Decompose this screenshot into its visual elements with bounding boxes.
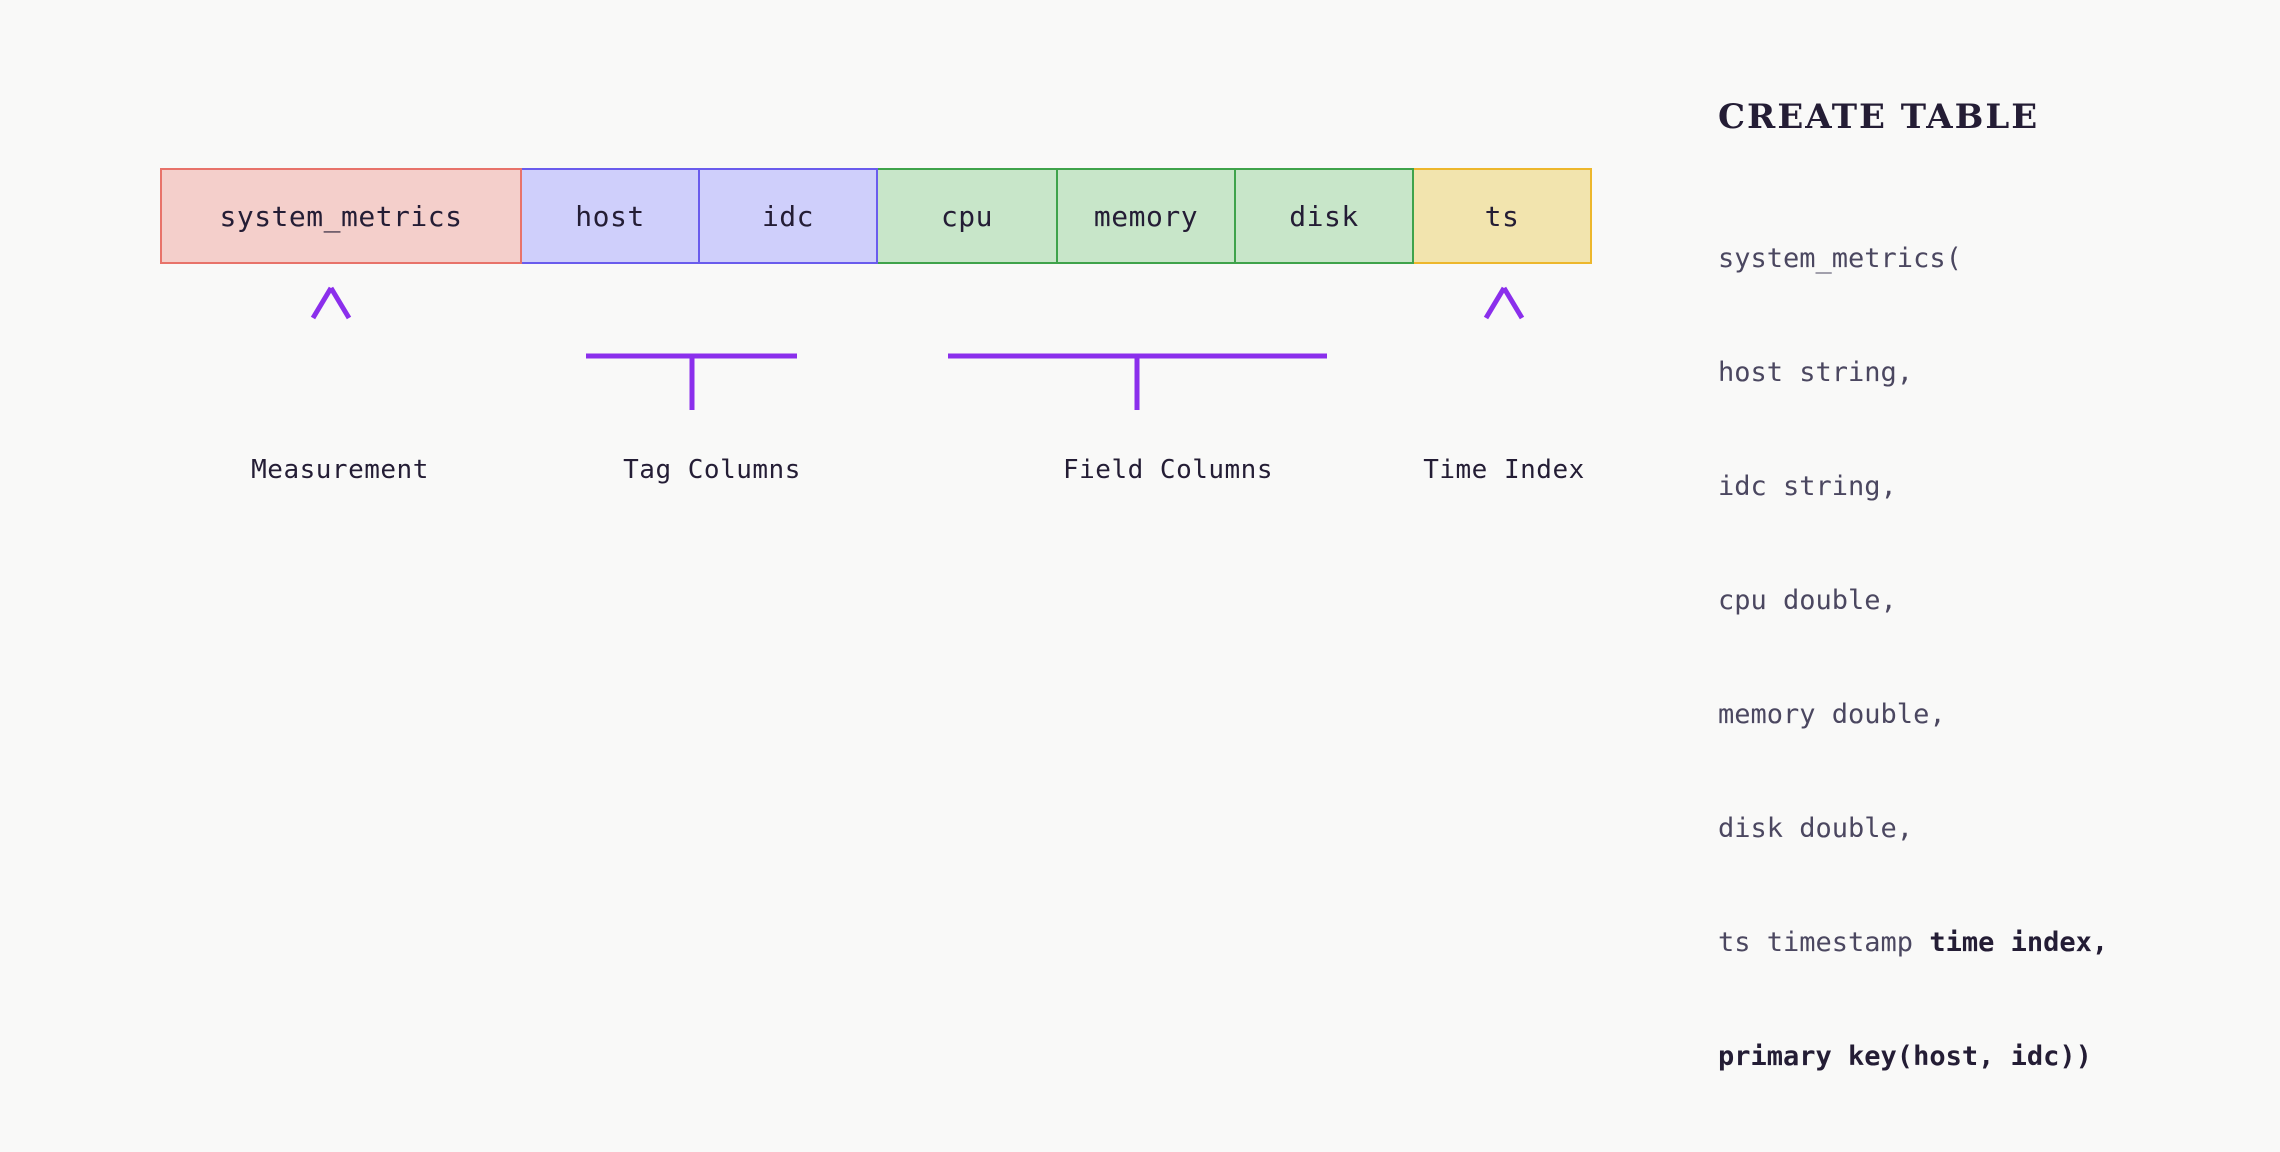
ddl-line: system_metrics( (1718, 243, 1962, 274)
annotation-label-measurement: Measurement (251, 455, 429, 485)
annotation-label-tag-columns: Tag Columns (623, 455, 801, 485)
schema-cell-memory[interactable]: memory (1056, 168, 1236, 264)
schema-cell-label: idc (761, 199, 815, 233)
ddl-line: cpu double, (1718, 585, 1897, 616)
schema-cell-idc[interactable]: idc (698, 168, 878, 264)
ddl-panel: CREATE TABLE system_metrics( host string… (1718, 100, 2258, 1152)
schema-cell-label: disk (1289, 199, 1359, 233)
ddl-line: host string, (1718, 357, 1914, 388)
ddl-title: CREATE TABLE (1718, 97, 2040, 137)
schema-cell-ts[interactable]: ts (1412, 168, 1592, 264)
ddl-text: , (2091, 927, 2109, 958)
schema-cell-host[interactable]: host (520, 168, 700, 264)
schema-cell-disk[interactable]: disk (1234, 168, 1414, 264)
measurement-arrow-icon (310, 286, 352, 398)
ddl-line-primary-key: primary key(host, idc)) (1718, 1038, 2258, 1076)
ddl-code-block: system_metrics( host string, idc string,… (1718, 164, 2258, 1152)
ddl-line: idc string, (1718, 471, 1897, 502)
annotation-label-field-columns: Field Columns (1063, 455, 1273, 485)
schema-cell-label: host (575, 199, 645, 233)
schema-cell-label: cpu (940, 199, 994, 233)
ddl-line: disk double, (1718, 813, 1914, 844)
ddl-text: ts timestamp (1718, 927, 1930, 958)
time-index-arrow-icon (1483, 286, 1525, 398)
annotation-label-time-index: Time Index (1423, 455, 1585, 485)
schema-cell-cpu[interactable]: cpu (876, 168, 1058, 264)
schema-column-row: system_metrics host idc cpu memory disk … (160, 168, 1592, 264)
schema-cell-label: system_metrics (219, 199, 463, 233)
field-columns-bracket-icon (947, 300, 1328, 410)
schema-cell-measurement[interactable]: system_metrics (160, 168, 522, 264)
ddl-line: memory double, (1718, 699, 1946, 730)
tag-columns-bracket-icon (585, 300, 798, 410)
schema-cell-label: memory (1093, 199, 1199, 233)
ddl-line-time-index: ts timestamp time index, (1718, 924, 2258, 962)
ddl-keyword-primary-key: primary key(host, idc)) (1718, 1041, 2092, 1072)
diagram-canvas: system_metrics host idc cpu memory disk … (160, 100, 2108, 1072)
schema-cell-label: ts (1484, 199, 1520, 233)
ddl-keyword-time-index: time index (1929, 927, 2092, 958)
